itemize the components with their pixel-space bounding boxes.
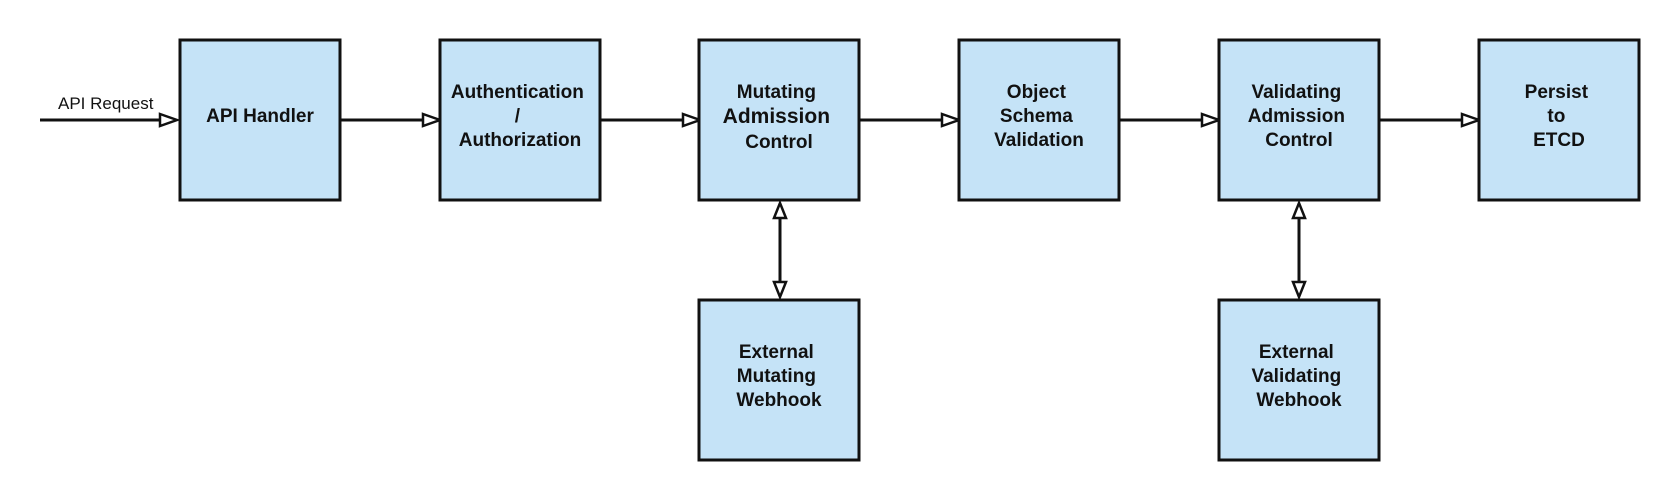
authentication-authorization-box: Authentication / Authorization: [438, 38, 602, 202]
arrowhead-validating: [1200, 112, 1223, 128]
svg-text:Object Schema Vali: Object Schema Validation: [994, 82, 1084, 151]
arrowhead-validating-webhook-up: [1291, 199, 1307, 220]
schema-line-1: Object: [1007, 82, 1067, 103]
ext-mutating-line-2: Mutating: [737, 366, 816, 387]
external-mutating-webhook-box: External Mutating Webhook: [697, 298, 861, 462]
ext-mutating-line-1: External: [739, 342, 814, 363]
svg-text:Validating Admission: Validating Admission Control: [1248, 82, 1350, 151]
schema-line-2: Schema: [1000, 106, 1073, 127]
arrowhead-mutating: [681, 112, 704, 128]
persist-to-etcd-box: Persist to ETCD: [1477, 38, 1641, 202]
svg-text:Mutating Admission: Mutating Admission Control: [723, 82, 836, 153]
validating-line-1: Validating: [1251, 82, 1341, 103]
mutating-line-2: Admission: [723, 105, 830, 128]
svg-text:Persist to ETCD: Persist to ETCD: [1525, 82, 1594, 151]
validating-line-2: Admission: [1248, 106, 1345, 127]
svg-text:External Validating: External Validating Webhook: [1251, 342, 1346, 411]
api-handler-box: API Handler: [178, 38, 342, 202]
authn-line-3: Authorization: [459, 130, 581, 151]
persist-line-2: to: [1547, 106, 1565, 127]
arrowhead-mutating-webhook-up: [772, 199, 788, 220]
validating-admission-control-box: Validating Admission Control: [1217, 38, 1381, 202]
arrowhead-persist: [1460, 112, 1483, 128]
edges: API Request: [40, 94, 1483, 301]
arrowhead-authn: [421, 112, 444, 128]
api-request-label: API Request: [58, 94, 154, 113]
object-schema-validation-box: Object Schema Validation: [957, 38, 1121, 202]
mutating-line-3: Control: [745, 132, 813, 153]
mutating-line-1: Mutating: [737, 82, 816, 103]
ext-validating-line-3: Webhook: [1256, 390, 1342, 411]
authn-line-1: Authentication: [451, 82, 584, 103]
persist-line-3: ETCD: [1533, 130, 1585, 151]
persist-line-1: Persist: [1525, 82, 1589, 103]
arrowhead-schema: [940, 112, 963, 128]
external-validating-webhook-box: External Validating Webhook: [1217, 298, 1381, 462]
api-handler-line-1: API Handler: [206, 106, 314, 127]
schema-line-3: Validation: [994, 130, 1084, 151]
validating-line-3: Control: [1265, 130, 1333, 151]
ext-validating-line-2: Validating: [1251, 366, 1341, 387]
arrowhead-validating-webhook-down: [1291, 280, 1307, 301]
svg-text:External Mutating: External Mutating Webhook: [736, 342, 822, 411]
ext-validating-line-1: External: [1259, 342, 1334, 363]
arrowhead-api-handler: [158, 112, 181, 128]
svg-text:Authentication / A: Authentication / Authorization: [451, 82, 589, 151]
arrowhead-mutating-webhook-down: [772, 280, 788, 301]
svg-text:API Handler: API Handler: [206, 106, 314, 127]
ext-mutating-line-3: Webhook: [736, 390, 822, 411]
mutating-admission-control-box: Mutating Admission Control: [697, 38, 861, 202]
authn-line-2: /: [515, 106, 521, 127]
